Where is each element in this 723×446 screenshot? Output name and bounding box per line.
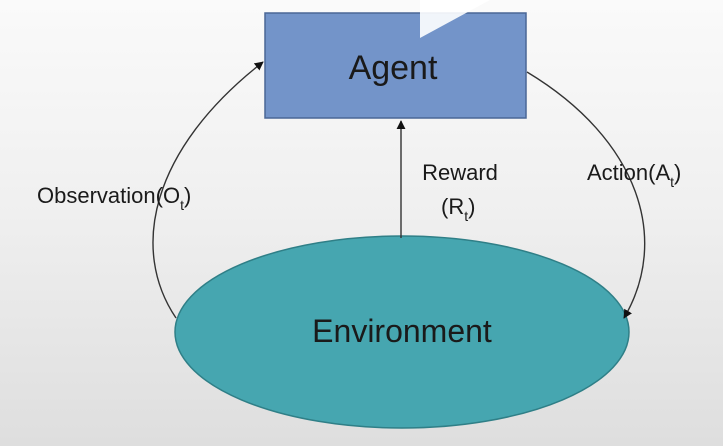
observation-label-sub: t bbox=[180, 197, 184, 213]
environment-node: Environment bbox=[174, 235, 630, 429]
agent-node: Agent bbox=[264, 12, 527, 119]
reward-label-line2: (Rt) bbox=[441, 194, 475, 224]
observation-label-close: ) bbox=[184, 183, 191, 208]
environment-label: Environment bbox=[312, 313, 492, 349]
action-label-sub: t bbox=[670, 174, 674, 190]
reward-label-close: ) bbox=[468, 194, 475, 219]
observation-label: Observation(Ot) bbox=[37, 183, 191, 213]
agent-label: Agent bbox=[349, 49, 438, 87]
reward-label-line1: Reward bbox=[422, 160, 498, 185]
agent-box bbox=[264, 12, 527, 119]
action-label-close: ) bbox=[674, 160, 681, 185]
play-overlay-icon[interactable] bbox=[420, 0, 490, 38]
action-label-text: Action(A bbox=[587, 160, 670, 185]
reward-label-text: (R bbox=[441, 194, 464, 219]
action-label: Action(At) bbox=[587, 160, 681, 190]
observation-arrow bbox=[152, 61, 264, 319]
environment-ellipse bbox=[174, 235, 630, 429]
action-arrow bbox=[526, 71, 646, 319]
reward-label-sub: t bbox=[464, 208, 468, 224]
observation-label-text: Observation(O bbox=[37, 183, 180, 208]
